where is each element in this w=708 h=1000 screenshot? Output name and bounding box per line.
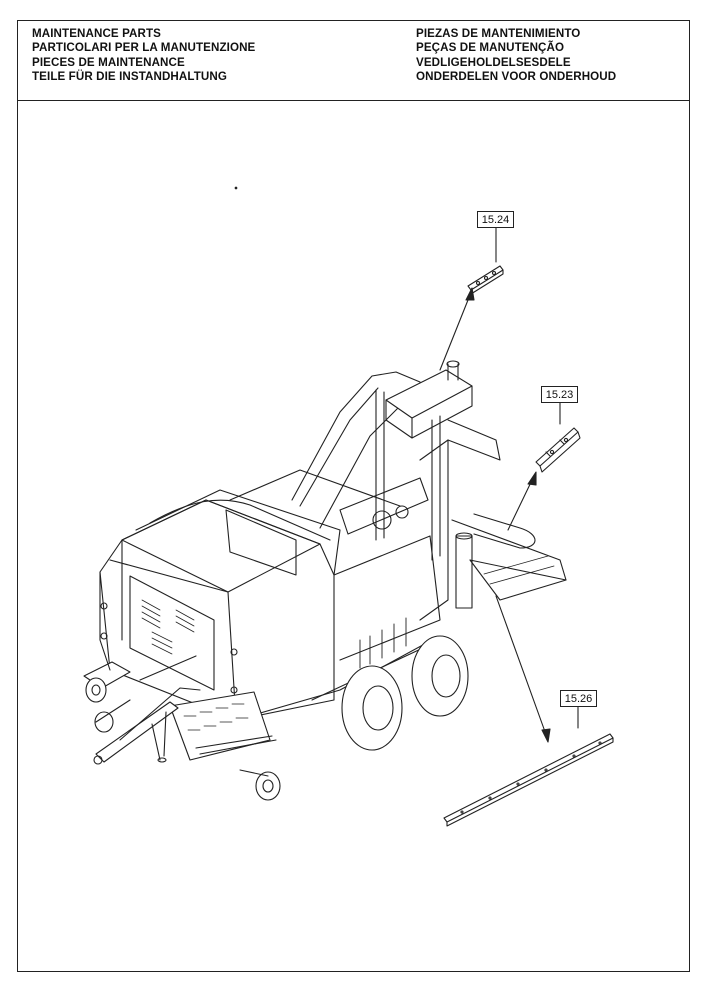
callout-15-26: 15.26 [560,690,597,707]
title-column-left: MAINTENANCE PARTS PARTICOLARI PER LA MAN… [32,27,255,85]
arrow-head-15-24 [465,287,475,301]
arrow-line-15-26 [495,595,549,741]
title-portuguese: PEÇAS DE MANUTENÇÃO [416,41,565,55]
title-block: MAINTENANCE PARTS PARTICOLARI PER LA MAN… [18,21,689,101]
title-italian: PARTICOLARI PER LA MANUTENZIONE [32,41,256,55]
title-column-right: PIEZAS DE MANTENIMIENTO PEÇAS DE MANUTEN… [416,27,616,85]
title-german: TEILE FÜR DIE INSTANDHALTUNG [32,70,227,84]
title-spanish: PIEZAS DE MANTENIMIENTO [416,27,581,40]
arrow-head-15-23 [527,471,537,486]
arrow-head-15-26 [541,728,551,743]
part-15-26 [443,733,614,827]
title-danish: VEDLIGEHOLDELSESDELE [416,55,571,69]
arrow-line-15-23 [507,475,535,531]
title-dutch: ONDERDELEN VOOR ONDERHOUD [416,70,617,84]
title-french: PIECES DE MAINTENANCE [32,55,185,69]
leader-arrows [439,227,579,743]
callout-15-23: 15.23 [541,386,578,403]
title-english: MAINTENANCE PARTS [32,27,162,40]
baler-machine [83,186,567,801]
arrow-line-15-24 [439,289,473,371]
callout-15-24: 15.24 [477,211,514,228]
parts-sheet-frame: MAINTENANCE PARTS PARTICOLARI PER LA MAN… [17,20,690,972]
part-15-24 [467,265,504,295]
part-15-23 [535,427,581,473]
